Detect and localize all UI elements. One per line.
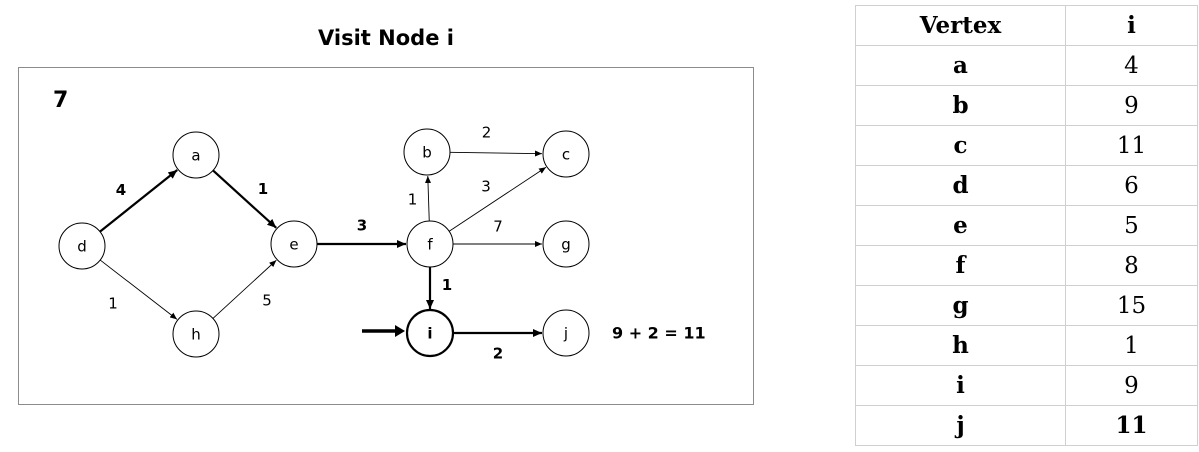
vertex-cell: i	[855, 365, 1066, 406]
vertex-cell: e	[855, 205, 1066, 246]
step-number: 7	[53, 88, 69, 113]
vertex-cell: h	[855, 325, 1066, 366]
vertex-cell: j	[855, 405, 1066, 446]
node-e: e	[270, 220, 318, 268]
node-label-e: e	[289, 236, 298, 254]
edge-weight-d-a: 4	[116, 181, 126, 199]
node-label-i: i	[427, 325, 432, 343]
node-c: c	[542, 130, 590, 178]
distance-cell: 9	[1065, 85, 1198, 126]
node-f: f	[406, 220, 454, 268]
node-i: i	[405, 308, 455, 358]
distance-cell: 11	[1065, 125, 1198, 166]
vertex-cell: a	[855, 45, 1066, 86]
distance-cell: i	[1065, 5, 1198, 46]
edge-h-e	[212, 259, 277, 319]
node-circle-j	[542, 309, 590, 357]
vertex-cell: g	[855, 285, 1066, 326]
distance-cell: 8	[1065, 245, 1198, 286]
node-g: g	[542, 220, 590, 268]
node-label-b: b	[422, 144, 432, 162]
distance-cell: 6	[1065, 165, 1198, 206]
edge-weight-e-f: 3	[357, 217, 367, 235]
node-d: d	[58, 222, 106, 270]
edge-b-c	[449, 150, 543, 157]
node-label-c: c	[562, 146, 570, 164]
edge-d-h	[99, 259, 178, 320]
node-circle-f	[406, 220, 454, 268]
node-circle-c	[542, 130, 590, 178]
distance-cell: 11	[1065, 405, 1198, 446]
distance-cell: 1	[1065, 325, 1198, 366]
node-circle-b	[403, 128, 451, 176]
graph-panel: 7 4 1 1 5 3 1 2 3 7 1 2 d a h e f b c g i j 9 + 2 = 11	[18, 67, 754, 405]
vertex-cell: f	[855, 245, 1066, 286]
distance-cell: 9	[1065, 365, 1198, 406]
node-h: h	[172, 310, 220, 358]
distance-cell: 15	[1065, 285, 1198, 326]
edge-weight-f-g: 7	[493, 218, 503, 236]
node-circle-e	[270, 220, 318, 268]
node-label-j: j	[563, 325, 568, 343]
vertex-cell: d	[855, 165, 1066, 206]
edge-weight-a-e: 1	[258, 180, 268, 198]
node-label-g: g	[561, 236, 571, 254]
node-circle-i	[405, 308, 455, 358]
distance-annotation: 9 + 2 = 11	[612, 324, 706, 343]
edge-d-a	[99, 169, 178, 233]
edge-weight-b-c: 2	[482, 124, 492, 142]
node-label-h: h	[191, 326, 201, 344]
edge-weight-h-e: 5	[262, 292, 272, 310]
vertex-cell: b	[855, 85, 1066, 126]
node-label-a: a	[191, 147, 200, 165]
distance-cell: 4	[1065, 45, 1198, 86]
edge-f-b	[425, 175, 432, 222]
graph-canvas: 4 1 1 5 3 1 2 3 7 1 2 d a h e f b c g i j 9 + 2 = 11	[58, 124, 706, 363]
node-j: j	[542, 309, 590, 357]
distance-cell: 5	[1065, 205, 1198, 246]
node-circle-d	[58, 222, 106, 270]
node-circle-h	[172, 310, 220, 358]
node-circle-g	[542, 220, 590, 268]
edge-weight-f-c: 3	[481, 178, 491, 196]
edge-weight-f-i: 1	[442, 276, 452, 294]
edge-f-c	[448, 166, 547, 232]
node-label-d: d	[77, 238, 87, 256]
node-label-f: f	[427, 236, 433, 254]
diagram-title: Visit Node i	[318, 26, 454, 50]
current-node-pointer-head	[395, 325, 405, 337]
node-b: b	[403, 128, 451, 176]
edge-weight-d-h: 1	[108, 295, 118, 313]
edge-weight-i-j: 2	[493, 345, 503, 363]
vertex-cell: c	[855, 125, 1066, 166]
node-a: a	[172, 131, 220, 179]
vertex-cell: Vertex	[855, 5, 1066, 46]
edge-weight-f-b: 1	[408, 191, 418, 209]
edge-a-e	[212, 169, 277, 229]
node-circle-a	[172, 131, 220, 179]
